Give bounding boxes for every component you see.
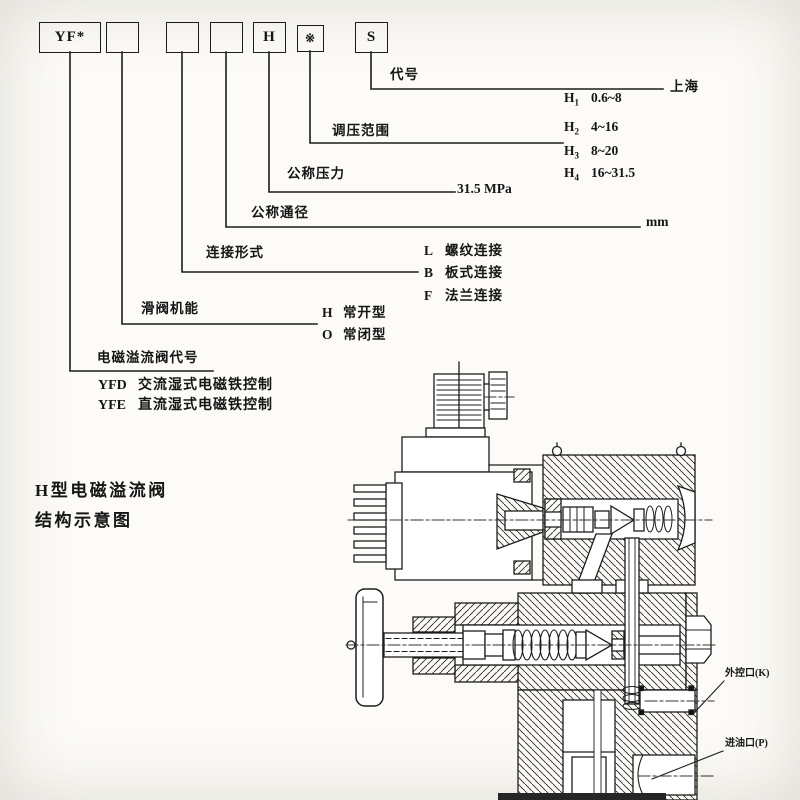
label-spool-function: 滑阀机能: [141, 301, 199, 316]
label-nominal-diameter: 公称通径: [251, 205, 309, 220]
locknut: [412, 616, 456, 633]
model-box-range: ※: [297, 25, 324, 52]
adjustment-handwheel: [346, 588, 464, 707]
value-place-code: 上海: [670, 79, 699, 94]
value-nominal-pressure: 31.5 MPa: [457, 181, 512, 196]
model-box-diameter: [210, 22, 243, 53]
valve-cross-section: [345, 361, 725, 800]
label-place-code: 代号: [390, 67, 419, 82]
model-box-place: S: [355, 22, 388, 53]
oil-inlet-port: [632, 754, 696, 796]
cover-bolt: [551, 445, 563, 457]
pilot-spring: [645, 505, 673, 533]
model-box-connection: [166, 22, 199, 53]
model-box-function: [106, 22, 139, 53]
label-external-control-port: 外控口(K): [725, 668, 770, 679]
adjuster-housing: [454, 602, 519, 626]
dome-cap: [676, 484, 696, 552]
main-stage-internals: [462, 533, 681, 796]
scan-edge-artifact: [498, 793, 666, 800]
connector-cap: [488, 371, 508, 420]
value-nominal-diameter: mm: [646, 214, 669, 229]
drain-rod: [624, 537, 640, 705]
cover-bolt: [675, 445, 687, 457]
solenoid-assembly: [353, 361, 601, 581]
diagram-title-line2: 结构示意图: [35, 511, 133, 530]
label-oil-inlet-port: 进油口(P): [725, 738, 768, 749]
port-leader-lines: [651, 680, 725, 780]
diagram-title-line1: H型电磁溢流阀: [35, 481, 168, 500]
model-box-series: YF*: [39, 22, 101, 53]
solenoid-fins: [353, 482, 403, 570]
hex-plug: [685, 615, 712, 664]
label-pressure-range: 调压范围: [332, 123, 390, 138]
centerlines: [345, 396, 719, 777]
model-box-pressure: H: [253, 22, 286, 53]
label-nominal-pressure: 公称压力: [287, 166, 345, 181]
label-connection-type: 连接形式: [206, 245, 264, 260]
label-valve-code: 电磁溢流阀代号: [97, 350, 199, 365]
callout-lines: [69, 50, 664, 372]
